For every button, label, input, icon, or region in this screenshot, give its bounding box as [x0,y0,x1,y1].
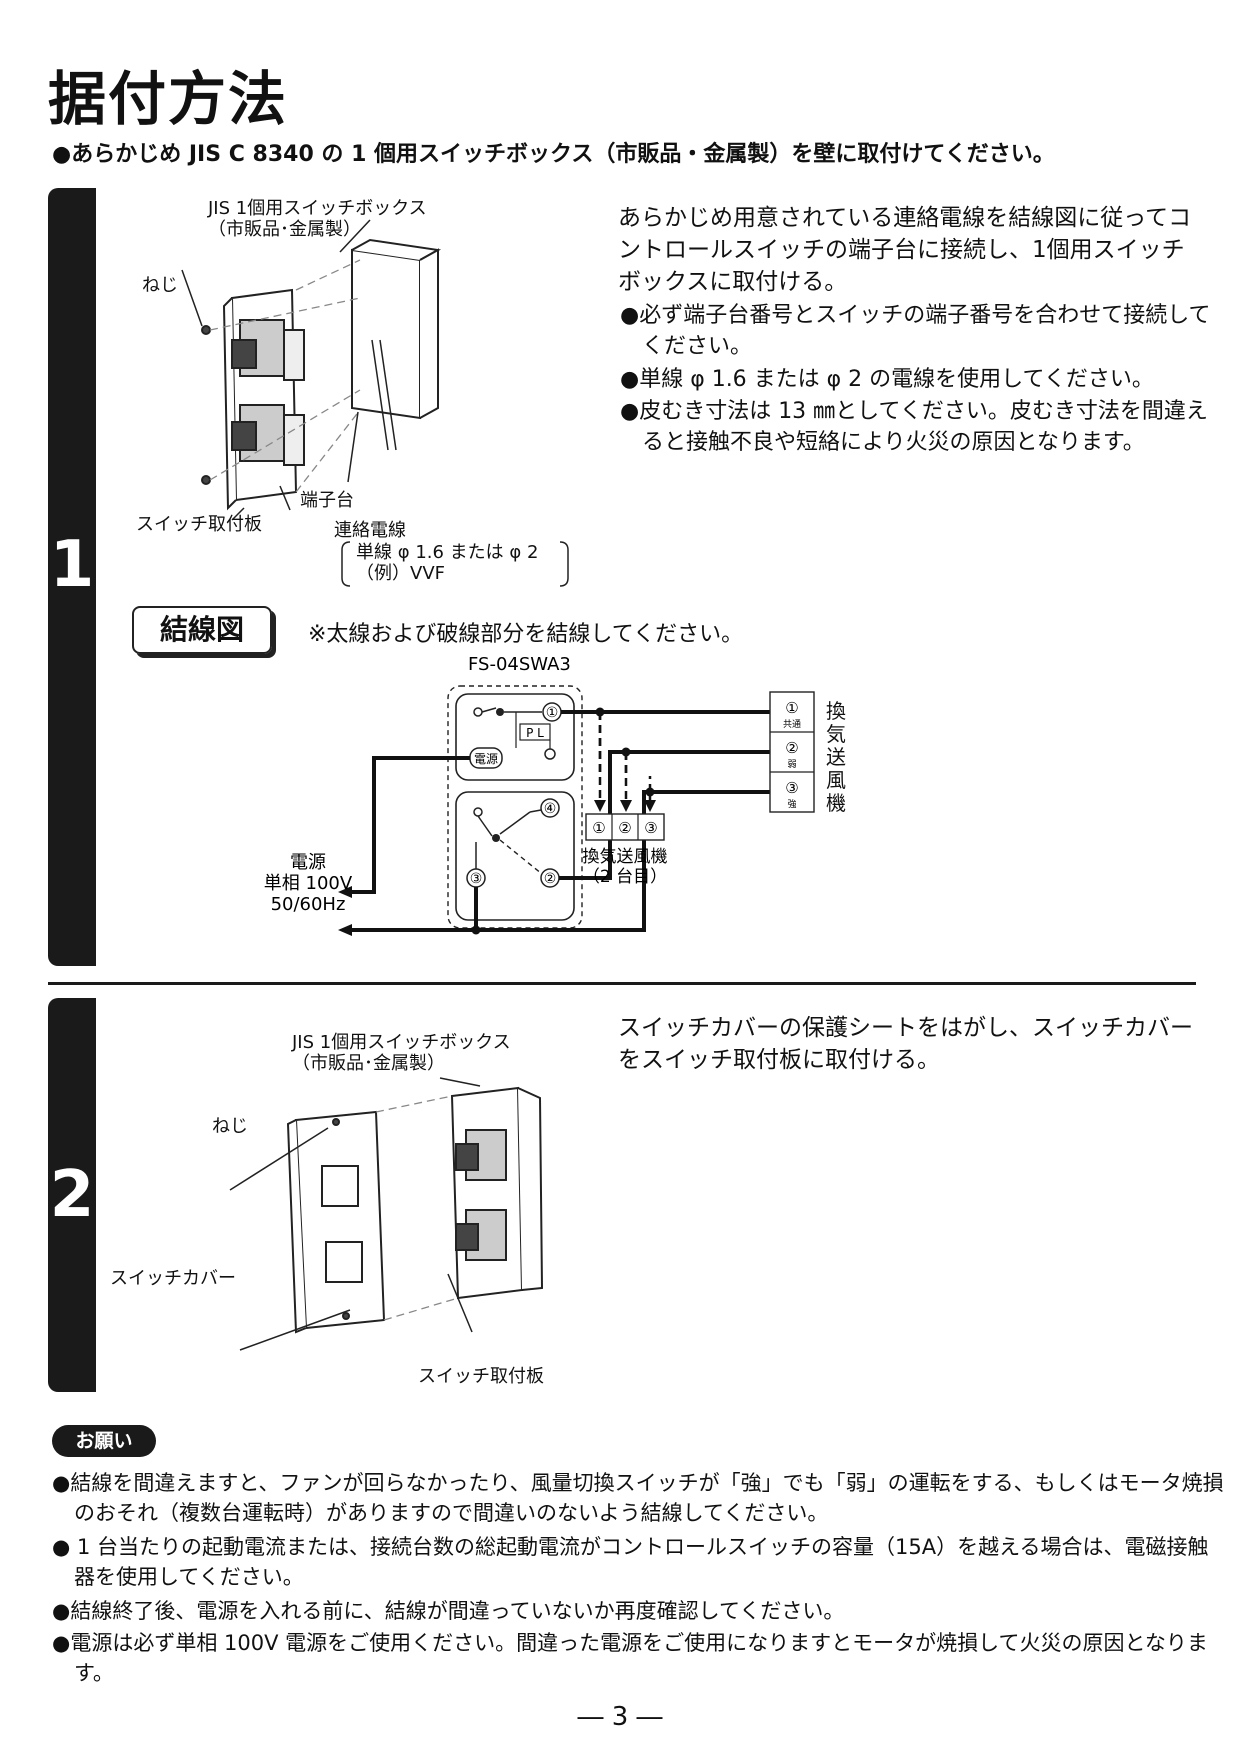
switch-box-illustration-1 [181,219,442,521]
svg-text:②: ② [618,819,631,837]
pilot-lamp [519,723,551,741]
screw-label-2: ねじ [212,1116,248,1137]
wiring-note: ※太線および破線部分を結線してください。 [308,622,744,647]
fan2-label: 換気送風機 [583,847,668,867]
svg-text:電源: 電源 [474,752,498,766]
page-number: ― 3 ― [577,1702,663,1732]
svg-text:共通: 共通 [783,719,801,730]
cover-label: スイッチカバー [110,1268,236,1289]
power-label-2: 単相 100V [264,873,353,894]
wire-spec-brackets [341,541,569,587]
svg-text:④: ④ [544,801,557,817]
box-sublabel-2: （市販品･金属製） [292,1053,445,1074]
svg-text:③: ③ [470,871,483,887]
svg-text:③: ③ [785,779,798,797]
terminal-4 [540,798,560,818]
step-1-bar: 1 [48,188,96,966]
page-title: 据付方法 [48,65,289,133]
step-1-bullet-1: ●必ず端子台番号とスイッチの端子番号を合わせて接続してください。 [620,303,1211,359]
lower-switch [455,791,575,921]
notice-item-1: ●結線を間違えますと、ファンが回らなかったり、風量切換スイッチが「強」でも「弱」… [52,1471,1224,1525]
svg-text:強: 強 [787,798,796,810]
section-divider [48,982,1196,985]
step-2-text: スイッチカバーの保護シートをはがし、スイッチカバーをスイッチ取付板に取付ける。 [618,1015,1193,1073]
svg-text:①: ① [592,819,605,837]
box-label-2: JIS 1個用スイッチボックス [292,1032,511,1053]
step-1-bullet-3: ●皮むき寸法は 13 ㎜としてください。皮むき寸法を間違えると接触不良や短絡によ… [620,399,1208,455]
power-label-1: 電源 [290,852,326,873]
notice-item-4: ●電源は必ず単相 100V 電源をご使用ください。間違った電源をご使用になります… [52,1631,1208,1685]
svg-text:②: ② [544,871,557,887]
box-sublabel-1: （市販品･金属製） [208,219,361,240]
notice-item-3: ●結線終了後、電源を入れる前に、結線が間違っていないか再度確認してください。 [52,1599,845,1623]
fan1-label: 換気送風機 [826,699,846,815]
wiring-heading: 結線図 [132,606,272,654]
wire-spec-1: 単線 φ 1.6 または φ 2 [356,542,539,563]
power-label-3: 50/60Hz [271,894,346,915]
model-label: FS-04SWA3 [468,654,571,675]
wiring-diagram: FS-04SWA3 ① P L 電源 ④ ② ③ [264,654,815,936]
svg-text:弱: 弱 [787,759,796,770]
upper-switch [455,693,575,781]
notice-badge: お願い [52,1425,156,1457]
svg-text:②: ② [785,739,798,757]
wire-spec-2: （例）VVF [356,563,445,584]
wire-label: 連絡電線 [334,520,406,541]
step-1-bullet-2: ●単線 φ 1.6 または φ 2 の電線を使用してください。 [620,367,1154,392]
step-2-bar: 2 [48,998,96,1392]
step-1-text: あらかじめ用意されている連絡電線を結線図に従ってコントロールスイッチの端子台に接… [618,205,1192,295]
switch-cover-illustration [229,1077,544,1351]
fan1-terminal-block [769,691,815,813]
fan2-terminal-block [585,813,665,841]
step-2-number: 2 [49,1158,95,1232]
step-1-number: 1 [49,528,95,602]
plate-label-1: スイッチ取付板 [136,514,262,535]
screw-label-1: ねじ [142,275,178,296]
svg-text:①: ① [546,705,559,721]
terminal-label: 端子台 [300,490,354,511]
svg-text:①: ① [785,699,798,717]
fan2-sublabel: （2 台目） [583,867,667,887]
notice-item-2: ● 1 台当たりの起動電流または、接続台数の総起動電流がコントロールスイッチの容… [52,1535,1209,1589]
svg-text:P L: P L [526,726,544,740]
box-label-1: JIS 1個用スイッチボックス [208,198,427,219]
controller-outline [447,685,583,929]
plate-label-2: スイッチ取付板 [418,1366,544,1387]
intro-text: ●あらかじめ JIS C 8340 の 1 個用スイッチボックス（市販品・金属製… [52,142,1055,167]
svg-text:③: ③ [644,819,657,837]
